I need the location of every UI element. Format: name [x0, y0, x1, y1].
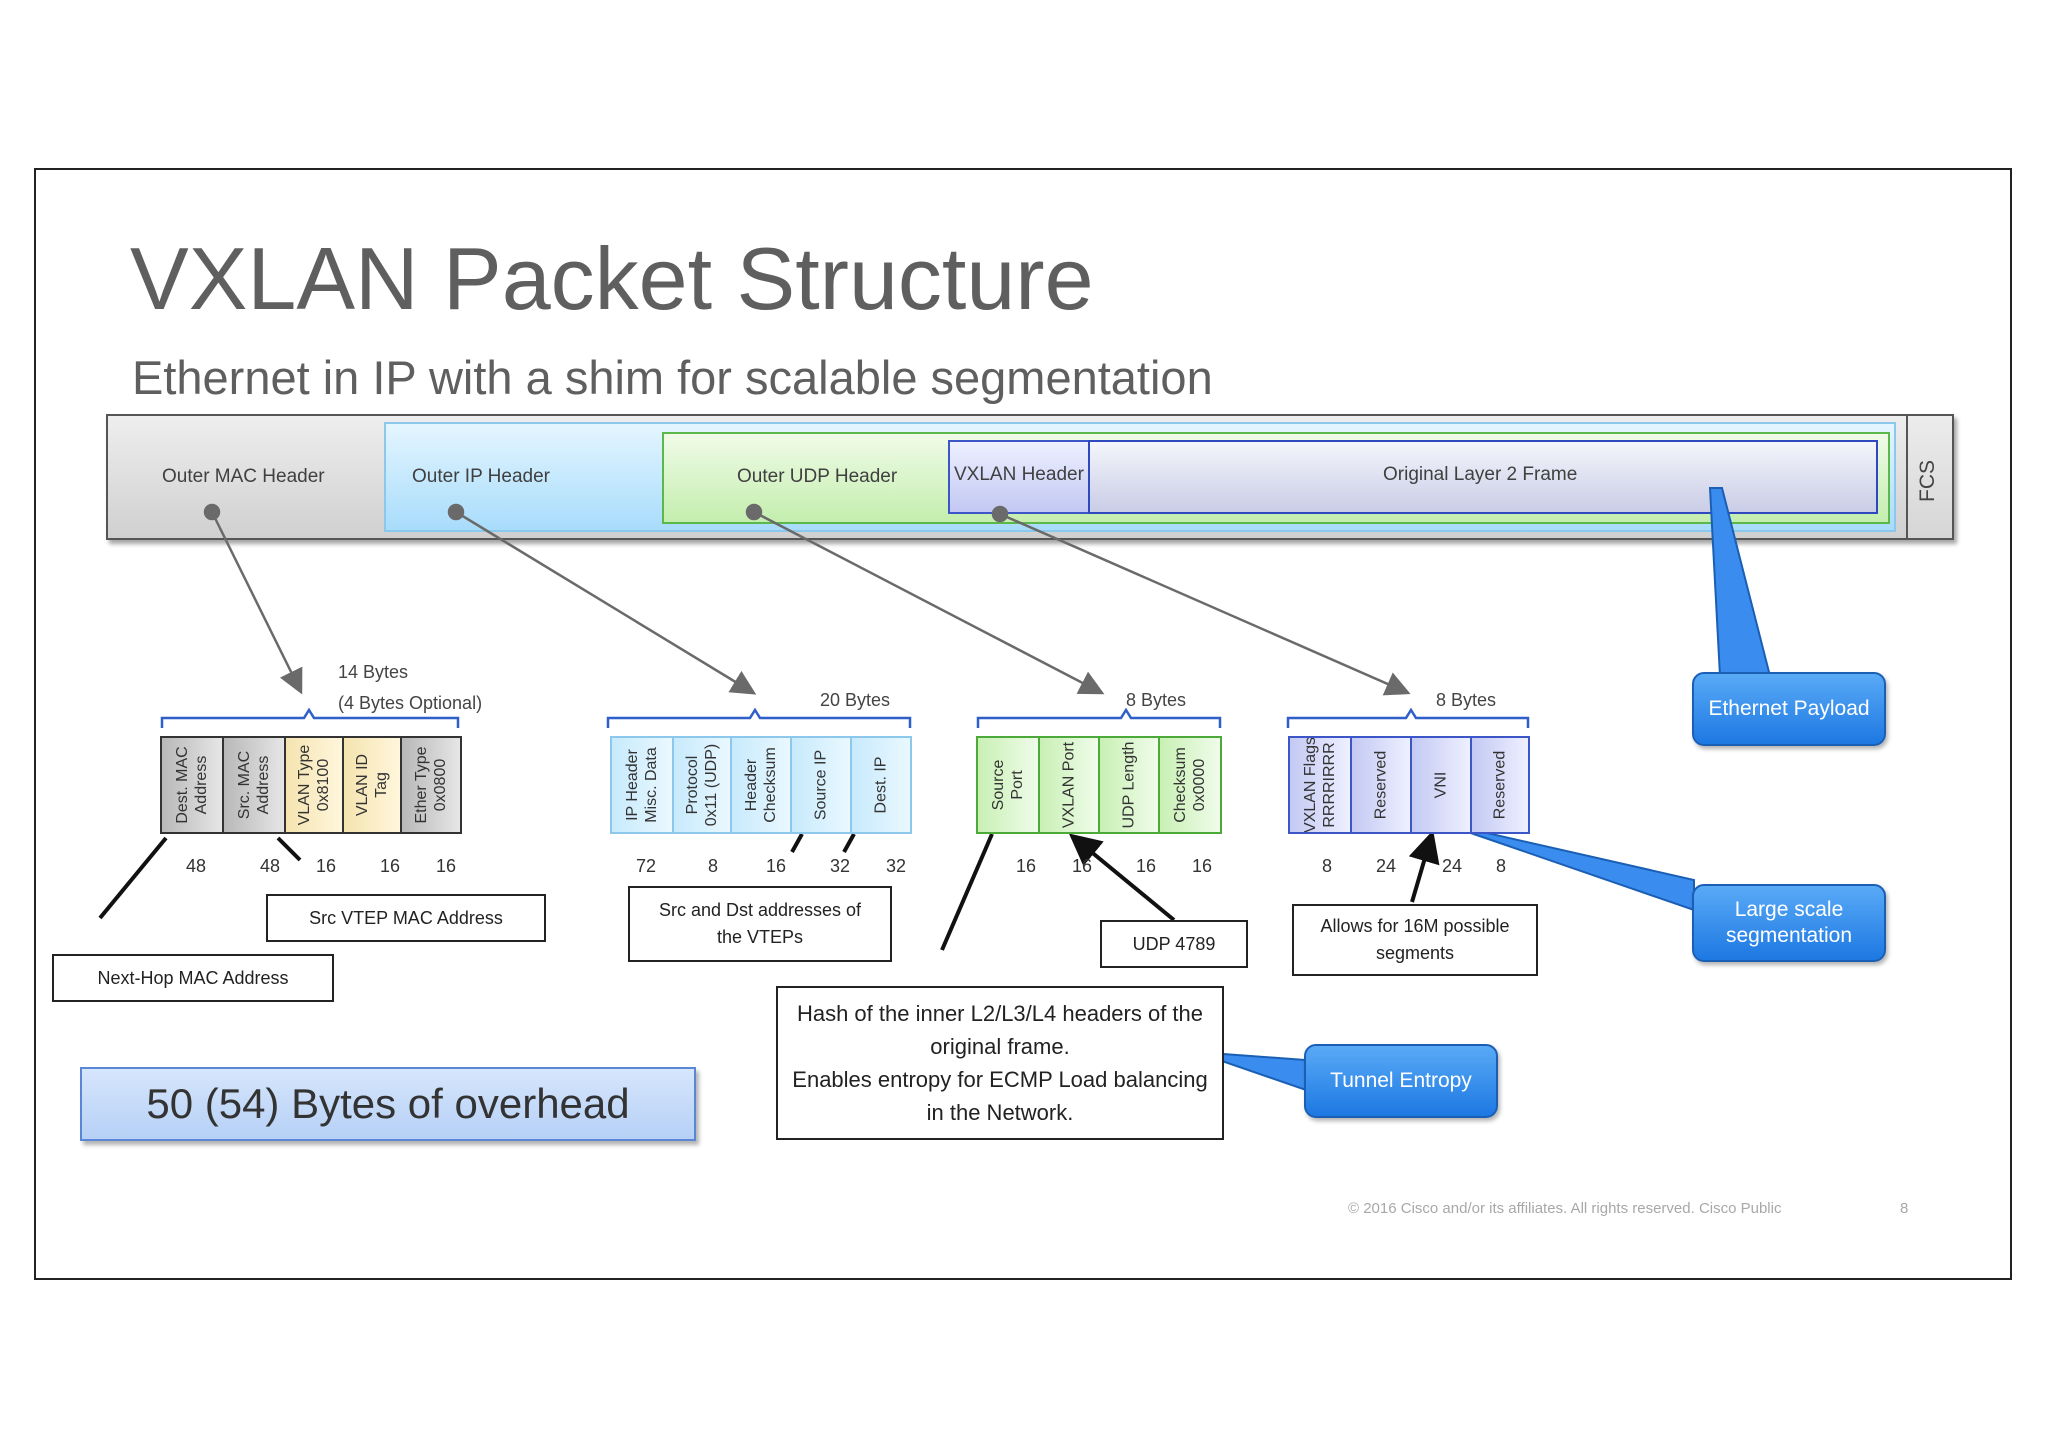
outer-mac-header-label: Outer MAC Header: [162, 466, 325, 487]
vlan-id-field: VLAN ID Tag: [342, 736, 402, 834]
original-layer2-frame-label: Original Layer 2 Frame: [1383, 464, 1578, 485]
outer-udp-header-label: Outer UDP Header: [737, 466, 898, 487]
vxlan-pointer: [991, 505, 1411, 696]
vxlan-port-pointer: [1068, 833, 1176, 922]
ethernet-payload-callout: Ethernet Payload: [1692, 672, 1886, 746]
bits-dest-mac: 48: [186, 856, 207, 876]
original-layer2-frame-segment: [1088, 440, 1878, 514]
vlan-type-field: VLAN Type 0x8100: [284, 736, 344, 834]
src-mac-field-label: Src. MAC Address: [236, 750, 272, 820]
large-scale-segmentation-callout: Large scale segmentation: [1692, 884, 1886, 962]
src-ip-pointer: [790, 833, 804, 853]
source-ip-field: Source IP: [790, 736, 852, 834]
bits-ip-checksum: 16: [766, 856, 787, 876]
ethernet-payload-tail: [1708, 487, 1772, 677]
allows-16m-note: Allows for 16M possible segments: [1292, 904, 1538, 976]
vxlan-reserved-field-label: Reserved: [1372, 750, 1390, 820]
ip-checksum-field-label: Header Checksum: [743, 747, 779, 823]
vxlan-brace: [1286, 707, 1530, 728]
ether-type-field-label: Ether Type 0x0800: [413, 746, 449, 824]
ip-pointer: [447, 503, 757, 695]
src-vtep-mac-note: Src VTEP MAC Address: [266, 894, 546, 942]
outer-ip-header-label: Outer IP Header: [412, 466, 551, 487]
bits-vxlan-reserved: 24: [1376, 856, 1397, 876]
udp-length-field-label: UDP Length: [1120, 741, 1138, 829]
mac-bytes-label: 14 Bytes: [338, 662, 409, 682]
vxlan-header-segment: [948, 440, 1090, 514]
next-hop-pointer: [98, 836, 168, 920]
ip-misc-field-label: IP Header Misc. Data: [624, 747, 660, 823]
bits-ether-type: 16: [436, 856, 457, 876]
vni-field: VNI: [1410, 736, 1472, 834]
bits-vni: 24: [1442, 856, 1463, 876]
bits-vlan-type: 16: [316, 856, 337, 876]
bits-udp-source-port: 16: [1016, 856, 1037, 876]
bits-ip-protocol: 8: [708, 856, 719, 876]
bits-udp-vxlan-port: 16: [1072, 856, 1093, 876]
bits-vxlan-flags: 8: [1322, 856, 1333, 876]
udp-source-port-field: Source Port: [976, 736, 1040, 834]
vni-field-label: VNI: [1432, 771, 1450, 799]
bits-src-mac: 48: [260, 856, 281, 876]
slide-title: VXLAN Packet Structure: [130, 229, 1094, 328]
udp-brace: [976, 707, 1222, 728]
bits-vxlan-reserved2: 8: [1496, 856, 1507, 876]
tunnel-entropy-callout: Tunnel Entropy: [1304, 1044, 1498, 1118]
udp-vxlan-port-field: VXLAN Port: [1038, 736, 1100, 834]
hash-inner-headers-note: Hash of the inner L2/L3/L4 headers of th…: [776, 986, 1224, 1140]
ip-checksum-field: Header Checksum: [730, 736, 792, 834]
footer-page-number: 8: [1900, 1200, 1909, 1217]
udp-checksum-field-label: Checksum 0x0000: [1172, 747, 1208, 823]
udp-bytes-label: 8 Bytes: [1126, 690, 1187, 710]
dest-mac-field: Dest. MAC Address: [160, 736, 224, 834]
vxlan-reserved2-field-label: Reserved: [1491, 750, 1509, 820]
dst-ip-pointer: [842, 833, 856, 853]
vni-pointer: [1408, 830, 1440, 903]
footer-copyright: © 2016 Cisco and/or its affiliates. All …: [1348, 1200, 1782, 1217]
vxlan-reserved2-field: Reserved: [1470, 736, 1530, 834]
dest-ip-field-label: Dest. IP: [872, 756, 890, 814]
ether-type-field: Ether Type 0x0800: [400, 736, 462, 834]
ip-bytes-label: 20 Bytes: [820, 690, 891, 710]
mac-bytes-optional-label: (4 Bytes Optional): [338, 693, 483, 713]
vxlan-flags-field-label: VXLAN Flags RRRRIRRR: [1302, 736, 1338, 834]
udp-pointer: [745, 503, 1105, 695]
vxlan-reserved-field: Reserved: [1350, 736, 1412, 834]
ip-protocol-field-label: Protocol 0x11 (UDP): [684, 743, 720, 827]
slide-subtitle: Ethernet in IP with a shim for scalable …: [132, 351, 1213, 404]
ip-misc-field: IP Header Misc. Data: [610, 736, 674, 834]
source-ip-field-label: Source IP: [812, 749, 830, 821]
bits-ip-misc: 72: [636, 856, 657, 876]
bits-vlan-id: 16: [380, 856, 401, 876]
udp-vxlan-port-field-label: VXLAN Port: [1060, 741, 1078, 829]
src-vtep-pointer: [276, 836, 302, 862]
src-dst-vteps-note: Src and Dst addresses of the VTEPs: [628, 886, 892, 962]
udp-source-port-field-label: Source Port: [990, 759, 1026, 811]
overhead-summary: 50 (54) Bytes of overhead: [80, 1067, 696, 1141]
vxlan-header-label: VXLAN Header: [954, 464, 1084, 485]
bits-dest-ip: 32: [886, 856, 907, 876]
ip-protocol-field: Protocol 0x11 (UDP): [672, 736, 732, 834]
udp-length-field: UDP Length: [1098, 736, 1160, 834]
bits-udp-checksum: 16: [1192, 856, 1213, 876]
fcs-segment: [1906, 414, 1954, 540]
bits-source-ip: 32: [830, 856, 851, 876]
dest-mac-field-label: Dest. MAC Address: [174, 746, 210, 824]
dest-ip-field: Dest. IP: [850, 736, 912, 834]
next-hop-mac-note: Next-Hop MAC Address: [52, 954, 334, 1002]
vlan-id-field-label: VLAN ID Tag: [354, 753, 390, 817]
vxlan-flags-field: VXLAN Flags RRRRIRRR: [1288, 736, 1352, 834]
vlan-type-field-label: VLAN Type 0x8100: [296, 744, 332, 826]
mac-brace: [160, 707, 460, 728]
mac-pointer: [203, 503, 303, 695]
bits-udp-length: 16: [1136, 856, 1157, 876]
src-mac-field: Src. MAC Address: [222, 736, 286, 834]
vxlan-bytes-label: 8 Bytes: [1436, 690, 1497, 710]
udp-checksum-field: Checksum 0x0000: [1158, 736, 1222, 834]
ip-brace: [606, 707, 912, 728]
source-port-pointer: [940, 833, 994, 951]
udp-4789-note: UDP 4789: [1100, 920, 1248, 968]
